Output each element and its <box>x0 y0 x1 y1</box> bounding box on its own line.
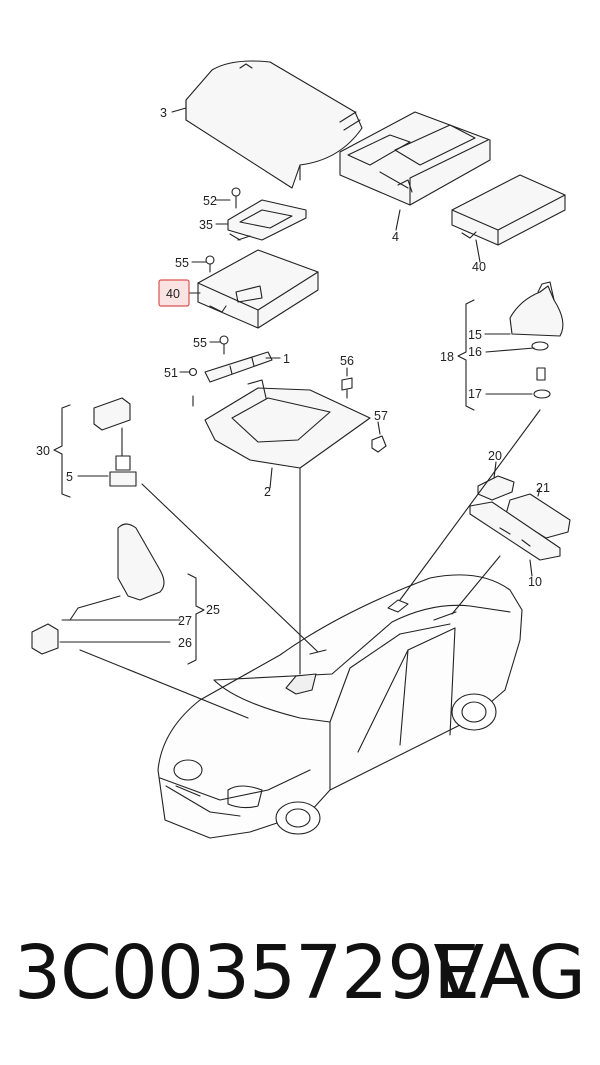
leader-lines <box>79 107 541 719</box>
label-16: 16 <box>468 345 482 359</box>
armrest-base-part <box>339 111 491 206</box>
label-57: 57 <box>374 409 388 423</box>
label-55-upper: 55 <box>175 256 189 270</box>
label-40-right: 40 <box>472 260 486 274</box>
highlight-box <box>158 279 190 307</box>
label-3: 3 <box>160 106 167 120</box>
label-56: 56 <box>340 354 354 368</box>
label-10: 10 <box>528 575 542 589</box>
label-30: 30 <box>36 444 50 458</box>
label-55-lower: 55 <box>193 336 207 350</box>
control-unit-right-part <box>451 174 566 246</box>
label-21: 21 <box>536 481 550 495</box>
callout-labels: 3 52 35 4 40 55 40 55 1 51 56 57 2 30 5 … <box>36 106 550 650</box>
part-number: 3C0035729E <box>14 930 480 1016</box>
bracket-part <box>227 199 307 241</box>
label-40-highlighted: 40 <box>166 287 180 301</box>
label-5: 5 <box>66 470 73 484</box>
clip-57-part <box>371 435 387 453</box>
antenna-cable-part <box>31 523 205 665</box>
label-25: 25 <box>206 603 220 617</box>
label-27: 27 <box>178 614 192 628</box>
car-body <box>157 574 523 839</box>
module-10-part <box>469 501 561 561</box>
label-17: 17 <box>468 387 482 401</box>
armrest-cover-part <box>185 60 363 189</box>
label-2: 2 <box>264 485 271 499</box>
parts-diagram: 3 52 35 4 40 55 40 55 1 51 56 57 2 30 5 … <box>31 60 571 839</box>
label-35: 35 <box>199 218 213 232</box>
label-51: 51 <box>164 366 178 380</box>
label-52: 52 <box>203 194 217 208</box>
label-18: 18 <box>440 350 454 364</box>
screw-52-part <box>231 187 241 209</box>
control-unit-left-part <box>197 249 319 329</box>
connector-harness-part <box>53 397 137 498</box>
screw-55-upper-part <box>205 255 215 273</box>
screw-55-lower-part <box>219 335 229 355</box>
roof-antenna-part <box>457 281 564 411</box>
footer: 3C0035729E VAG <box>0 930 600 1040</box>
label-26: 26 <box>178 636 192 650</box>
label-1: 1 <box>283 352 290 366</box>
amplifier-20-part <box>477 475 515 501</box>
label-20: 20 <box>488 449 502 463</box>
clip-56-part <box>341 377 353 399</box>
mounting-strip-part <box>204 351 273 383</box>
brand-label: VAG <box>433 930 586 1016</box>
nut-51-part <box>188 367 198 407</box>
base-tray-part <box>204 379 371 477</box>
label-15: 15 <box>468 328 482 342</box>
label-4: 4 <box>392 230 399 244</box>
